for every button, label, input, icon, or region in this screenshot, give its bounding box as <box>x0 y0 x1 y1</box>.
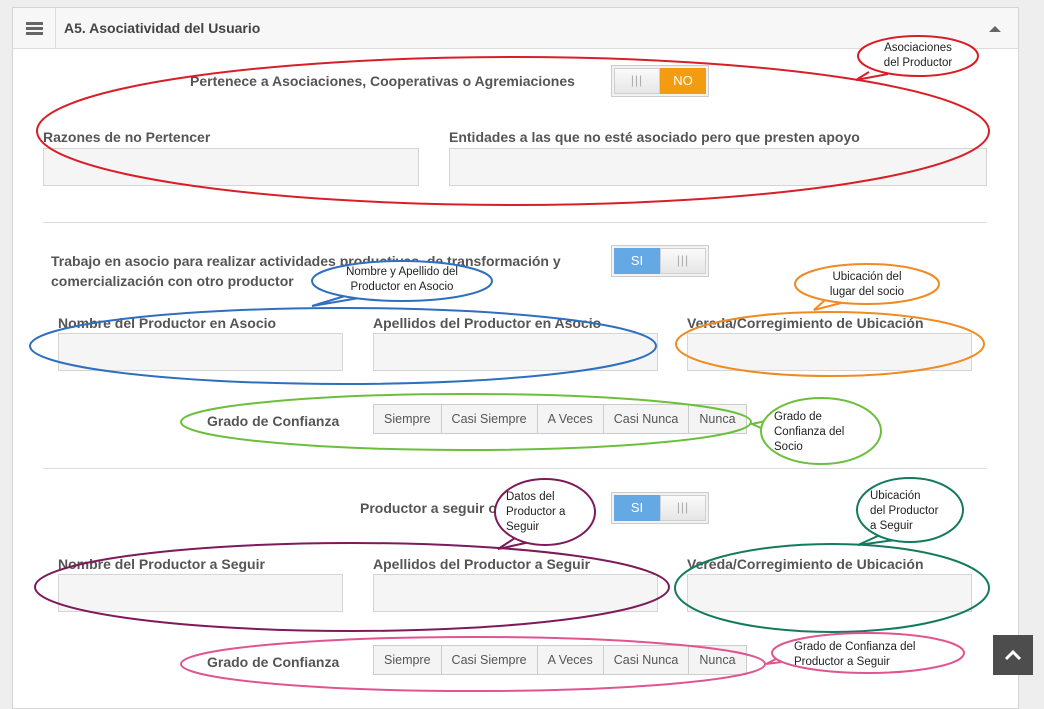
toggle-handle: ||| <box>660 495 706 521</box>
razones-field[interactable] <box>43 148 419 186</box>
entidades-field[interactable] <box>449 148 987 186</box>
option-casi-siempre[interactable]: Casi Siempre <box>442 405 538 433</box>
scroll-to-top-button[interactable] <box>993 635 1033 675</box>
option-a-veces[interactable]: A Veces <box>538 405 604 433</box>
toggle-handle: ||| <box>614 68 660 94</box>
nombre-asocio-field[interactable] <box>58 333 343 371</box>
nombre-seguir-field[interactable] <box>58 574 343 612</box>
grado-confianza-socio-buttons: Siempre Casi Siempre A Veces Casi Nunca … <box>373 404 747 434</box>
toggle-handle: ||| <box>660 248 706 274</box>
apellidos-seguir-field[interactable] <box>373 574 658 612</box>
option-casi-siempre[interactable]: Casi Siempre <box>442 646 538 674</box>
apellidos-asocio-field[interactable] <box>373 333 658 371</box>
option-siempre[interactable]: Siempre <box>374 405 442 433</box>
panel-header: A5. Asociatividad del Usuario <box>13 8 1018 49</box>
nombre-seguir-label: Nombre del Productor a Seguir <box>58 556 265 572</box>
razones-label: Razones de no Pertencer <box>43 129 211 145</box>
grado-confianza-socio-label: Grado de Confianza <box>207 413 340 429</box>
section-divider <box>43 468 987 469</box>
toggle-no-state: NO <box>660 68 706 94</box>
section-divider <box>43 222 987 223</box>
chevron-up-icon <box>1004 649 1022 661</box>
toggle-si-state: SI <box>614 248 660 274</box>
grado-confianza-seguir-label: Grado de Confianza <box>207 654 340 670</box>
apellidos-seguir-label: Apellidos del Productor a Seguir <box>373 556 591 572</box>
pertenece-asociaciones-label: Pertenece a Asociaciones, Cooperativas o… <box>190 73 575 89</box>
option-siempre[interactable]: Siempre <box>374 646 442 674</box>
grado-confianza-seguir-buttons: Siempre Casi Siempre A Veces Casi Nunca … <box>373 645 747 675</box>
nombre-asocio-label: Nombre del Productor en Asocio <box>58 315 277 331</box>
vereda-asocio-field[interactable] <box>687 333 972 371</box>
option-a-veces[interactable]: A Veces <box>538 646 604 674</box>
vereda-asocio-label: Vereda/Corregimiento de Ubicación <box>687 315 924 331</box>
toggle-si-state: SI <box>614 495 660 521</box>
entidades-label: Entidades a las que no esté asociado per… <box>449 129 860 145</box>
hamburger-menu-icon[interactable] <box>13 8 56 48</box>
vereda-seguir-field[interactable] <box>687 574 972 612</box>
option-nunca[interactable]: Nunca <box>699 653 736 667</box>
panel-title: A5. Asociatividad del Usuario <box>64 20 261 36</box>
option-casi-nunca[interactable]: Casi Nunca <box>604 405 690 433</box>
apellidos-asocio-label: Apellidos del Productor en Asocio <box>373 315 602 331</box>
option-nunca[interactable]: Nunca <box>699 412 736 426</box>
trabajo-asocio-toggle[interactable]: SI ||| <box>611 245 709 277</box>
trabajo-asocio-label-line2: comercialización con otro productor <box>51 273 294 289</box>
pertenece-asociaciones-toggle[interactable]: ||| NO <box>611 65 709 97</box>
option-casi-nunca[interactable]: Casi Nunca <box>604 646 690 674</box>
vereda-seguir-label: Vereda/Corregimiento de Ubicación <box>687 556 924 572</box>
productor-seguir-toggle[interactable]: SI ||| <box>611 492 709 524</box>
caret-up-icon[interactable] <box>989 26 1001 32</box>
